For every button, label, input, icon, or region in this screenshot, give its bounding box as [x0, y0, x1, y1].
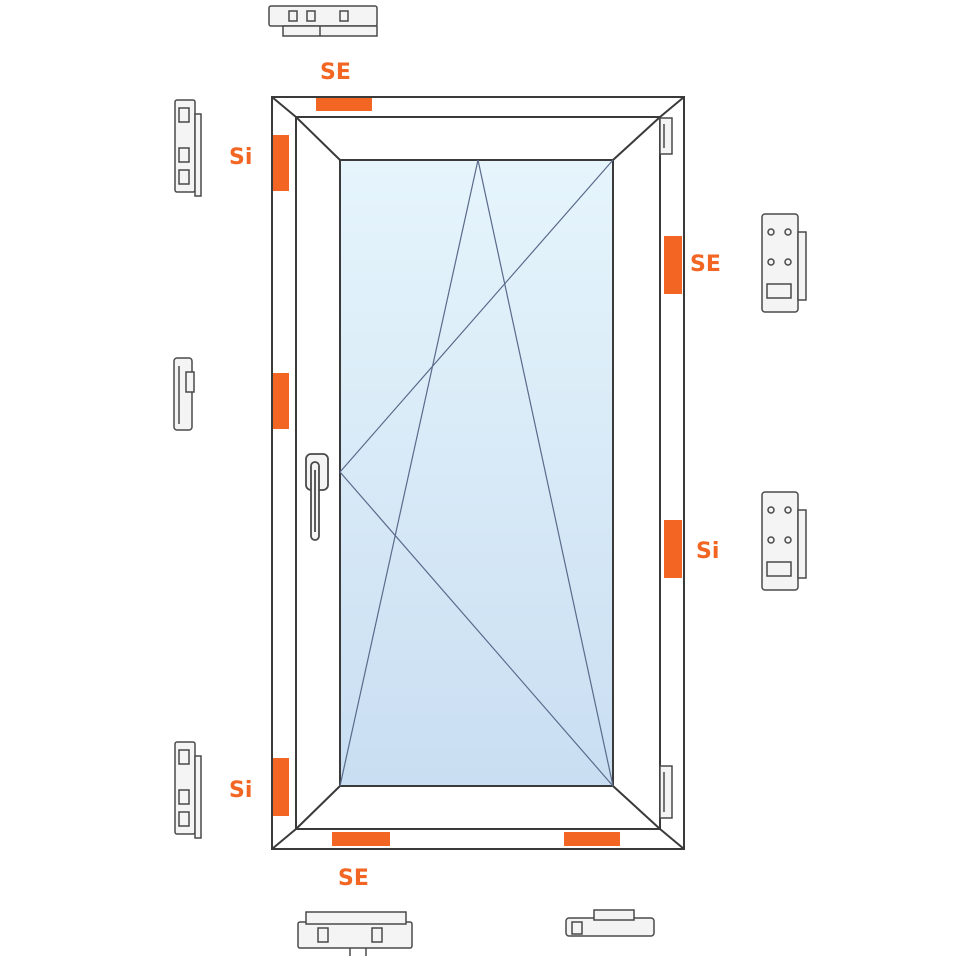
bevel-outer-bottom-right	[659, 828, 685, 850]
marker-left-middle	[273, 373, 289, 429]
locking-keep-icon	[297, 911, 413, 956]
label-si-left-lower: Si	[229, 778, 253, 803]
marker-si-right-lower	[664, 520, 682, 578]
hinge-icon	[659, 765, 673, 819]
label-si-right-lower: Si	[696, 539, 720, 564]
marker-se-bottom	[332, 832, 390, 846]
marker-si-left-upper	[273, 135, 289, 191]
window-frame	[271, 96, 685, 850]
glass-pane	[339, 159, 614, 787]
marker-se-right-upper	[664, 236, 682, 294]
locking-keep-icon	[268, 5, 378, 37]
turn-direction-line	[339, 159, 614, 787]
bevel-bottom-left	[295, 785, 341, 830]
marker-bottom-right	[564, 832, 620, 846]
hinge-icon	[659, 117, 673, 155]
bevel-outer-bottom-left	[271, 828, 297, 850]
bevel-top-left	[295, 116, 341, 161]
locking-keep-icon	[174, 741, 202, 839]
locking-keep-icon	[174, 99, 202, 197]
opening-direction-lines	[339, 159, 614, 787]
label-se-right-upper: SE	[690, 252, 721, 277]
locking-keep-icon	[761, 213, 807, 313]
sash-frame	[295, 116, 661, 830]
label-se-bottom: SE	[338, 866, 369, 891]
locking-keep-icon	[565, 909, 655, 937]
window-handle-icon	[305, 453, 329, 541]
bevel-outer-top-left	[271, 96, 297, 118]
locking-keep-icon	[173, 357, 195, 431]
label-si-left-upper: Si	[229, 145, 253, 170]
marker-si-left-lower	[273, 758, 289, 816]
locking-keep-icon	[761, 491, 807, 591]
position-markers	[273, 98, 682, 846]
label-se-top: SE	[320, 60, 351, 85]
marker-se-top	[316, 98, 372, 111]
bevel-top-right	[612, 116, 661, 161]
tilt-direction-line	[339, 159, 614, 787]
bevel-outer-top-right	[659, 96, 685, 118]
bevel-bottom-right	[612, 785, 661, 830]
